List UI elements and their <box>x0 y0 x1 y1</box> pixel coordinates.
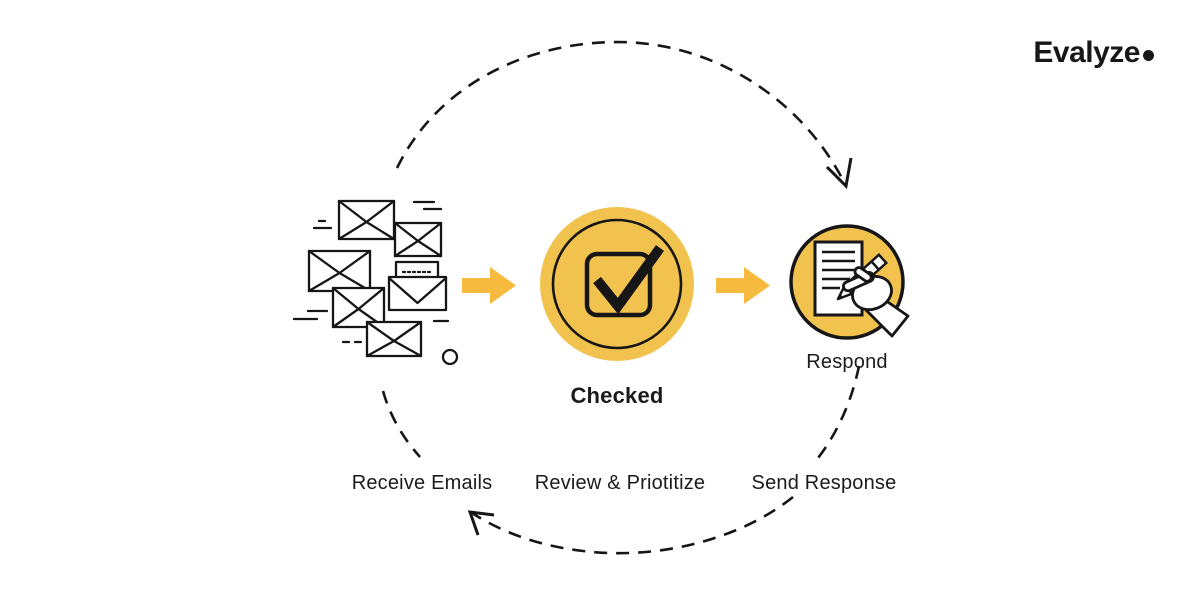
document-lines-icon <box>822 250 855 290</box>
checkbox-check-icon <box>540 207 694 361</box>
dot-circle-icon <box>441 348 459 366</box>
envelope-icon <box>337 199 396 241</box>
envelope-icon <box>331 286 386 329</box>
respond-label: Respond <box>806 351 888 373</box>
logo-text: Evalyze <box>1033 36 1140 69</box>
evalyze-logo: Evalyze <box>1033 36 1154 70</box>
step-label-receive-emails: Receive Emails <box>351 472 493 494</box>
arrow-right-icon <box>716 267 770 304</box>
cycle-arc-bottom <box>471 495 794 555</box>
cycle-arc-right <box>816 365 861 459</box>
arrowhead-bottom-icon <box>467 510 495 536</box>
emails-cluster-icon <box>292 199 459 366</box>
envelope-icon <box>393 221 443 258</box>
logo-dot <box>1143 50 1154 61</box>
cycle-dashed-arcs <box>381 40 861 555</box>
cycle-arc-left <box>381 390 421 458</box>
envelope-icon <box>365 320 423 358</box>
arrowhead-top-icon <box>825 157 853 190</box>
checked-label: Checked <box>570 383 664 408</box>
cycle-arrowheads <box>467 157 853 536</box>
step-label-review-prioritize: Review & Priotitize <box>534 472 706 494</box>
hand-icon <box>842 266 910 338</box>
motion-lines-icon <box>292 200 450 344</box>
open-envelope-icon <box>387 260 448 312</box>
cycle-arc-top <box>395 40 847 185</box>
step-label-send-response: Send Response <box>751 472 897 494</box>
arrow-right-icon <box>462 267 516 304</box>
writing-hand-icon <box>789 224 910 340</box>
envelope-icon <box>307 249 372 293</box>
